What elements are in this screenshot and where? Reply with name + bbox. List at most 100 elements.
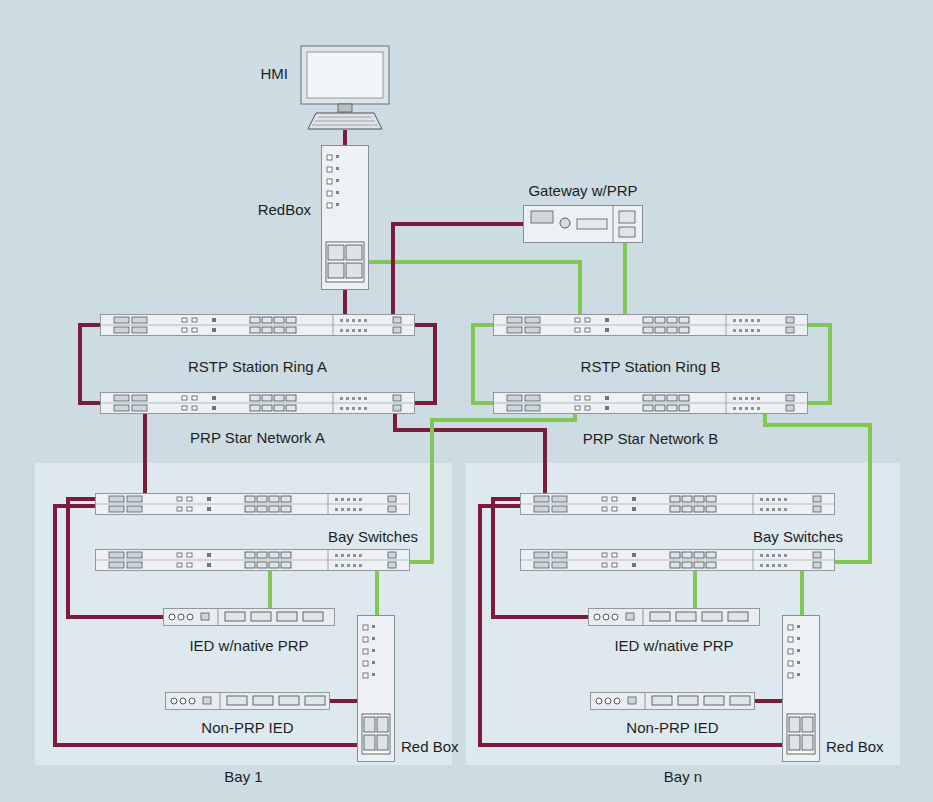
switch-chassis — [96, 550, 410, 571]
redbox-housing — [322, 146, 369, 290]
device-part — [628, 697, 636, 704]
switch-chassis — [101, 393, 415, 414]
device-part — [352, 319, 355, 322]
device-part — [655, 395, 665, 401]
device-part — [364, 329, 367, 332]
device-part — [667, 405, 677, 411]
device-part — [507, 395, 522, 401]
device-part — [335, 508, 338, 511]
device-part — [286, 395, 296, 401]
device-part — [327, 203, 332, 208]
device-part — [359, 564, 362, 567]
network-link — [343, 290, 347, 314]
device-part — [679, 317, 689, 323]
device-part — [187, 497, 192, 501]
device-part — [525, 405, 540, 411]
device-part — [352, 407, 355, 410]
ied-icon — [163, 608, 335, 626]
device-part — [751, 407, 754, 410]
port-block — [362, 714, 390, 754]
network-link — [623, 243, 627, 314]
device-part — [679, 327, 689, 333]
device-part — [372, 649, 375, 652]
switch-chassis — [521, 550, 835, 571]
redbox-icon — [782, 615, 820, 762]
device-part — [778, 508, 781, 511]
bay-band — [466, 463, 900, 765]
device-part — [286, 327, 296, 333]
device-part — [670, 496, 680, 502]
device-label: Non-PRP IED — [201, 719, 293, 737]
device-part — [757, 319, 760, 322]
device-part — [328, 245, 344, 260]
device-part — [786, 317, 794, 323]
device-part — [626, 613, 634, 620]
network-link — [375, 571, 379, 615]
device-part — [303, 612, 323, 621]
device-label: RSTP Station Ring B — [581, 358, 721, 376]
device-part — [733, 319, 736, 322]
device-part — [114, 317, 129, 323]
bay-band — [35, 463, 452, 765]
device-part — [281, 562, 291, 568]
device-part — [212, 396, 216, 400]
switch-chassis — [494, 393, 808, 414]
device-part — [336, 179, 339, 182]
network-device: PRP Star Network B — [493, 392, 808, 414]
device-part — [358, 397, 361, 400]
device-part — [643, 327, 653, 333]
device-part — [192, 406, 197, 410]
device-part — [813, 552, 821, 558]
device-part — [632, 553, 636, 557]
port-block — [787, 714, 815, 754]
device-part — [745, 319, 748, 322]
network-link — [55, 506, 357, 745]
device-part — [346, 263, 362, 278]
device-part — [525, 395, 540, 401]
device-part — [335, 564, 338, 567]
device-part — [760, 498, 763, 501]
device-part — [766, 554, 769, 557]
device-part — [778, 564, 781, 567]
device-part — [751, 329, 754, 332]
ied2-icon — [590, 692, 755, 710]
device-part — [393, 327, 401, 333]
device-part — [177, 497, 182, 501]
device-part — [335, 554, 338, 557]
device-part — [632, 507, 636, 511]
network-link — [343, 130, 347, 145]
device-label: HMI — [261, 65, 289, 83]
network-device: Red Box — [782, 615, 820, 762]
device-part — [327, 167, 332, 172]
device-part — [797, 673, 800, 676]
network-device: Bay Switches — [95, 493, 410, 571]
ied-housing — [164, 609, 335, 626]
network-device: HMI — [300, 45, 390, 130]
switch-icon — [100, 314, 415, 336]
device-part — [388, 506, 396, 512]
device-part — [534, 552, 549, 558]
device-part — [632, 563, 636, 567]
gateway-housing — [524, 206, 643, 243]
switch-chassis — [494, 315, 808, 336]
device-part — [772, 554, 775, 557]
device-part — [694, 562, 704, 568]
device-part — [388, 552, 396, 558]
network-link — [693, 571, 697, 608]
device-part — [585, 396, 590, 400]
device-part — [784, 498, 787, 501]
network-link — [480, 506, 782, 745]
device-part — [786, 327, 794, 333]
device-part — [201, 613, 209, 620]
device-part — [132, 405, 147, 411]
device-part — [682, 496, 692, 502]
network-device: IED w/native PRP — [163, 608, 335, 626]
device-part — [694, 506, 704, 512]
device-part — [704, 696, 724, 705]
device-part — [192, 318, 197, 322]
device-part — [789, 717, 800, 732]
device-part — [733, 407, 736, 410]
device-part — [802, 735, 813, 750]
device-part — [341, 498, 344, 501]
device-part — [353, 564, 356, 567]
